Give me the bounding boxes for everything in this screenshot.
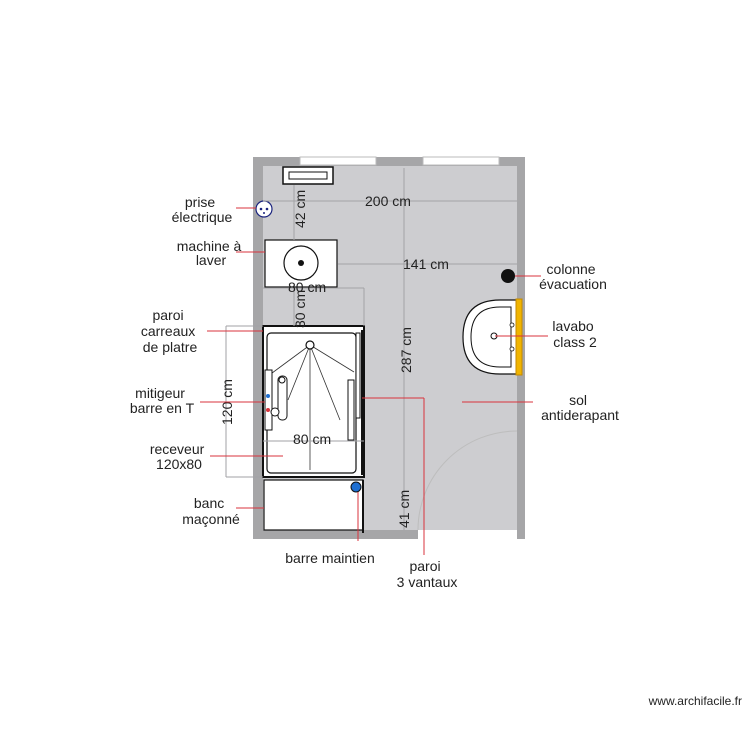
label-mitigeur: mitigeur barre en T bbox=[130, 385, 195, 416]
washbasin-icon bbox=[462, 298, 523, 376]
window-right bbox=[422, 156, 500, 166]
electrical-outlet-icon bbox=[255, 200, 273, 218]
masonry-bench bbox=[263, 479, 364, 531]
door-opening bbox=[418, 530, 517, 539]
shower-mixer-icon bbox=[264, 369, 288, 431]
dim-overlap-a: 80 cm bbox=[288, 279, 326, 295]
label-lavabo: lavabo class 2 bbox=[552, 318, 597, 350]
drain-column-icon bbox=[501, 269, 515, 283]
dim-height-total: 287 cm bbox=[398, 327, 414, 373]
watermark-link[interactable]: www.archifacile.fr bbox=[648, 694, 742, 708]
dim-shower-width: 80 cm bbox=[293, 431, 331, 447]
label-prise: prise électrique bbox=[172, 194, 233, 225]
dim-width-partial: 141 cm bbox=[403, 256, 449, 272]
grab-bar-icon bbox=[350, 481, 362, 493]
dim-bench-depth: 41 cm bbox=[396, 490, 412, 528]
label-barre-maintien: barre maintien bbox=[285, 550, 375, 566]
label-colonne: colonne évacuation bbox=[539, 261, 607, 292]
radiator-inner bbox=[288, 171, 328, 180]
dim-width-total: 200 cm bbox=[365, 193, 411, 209]
door-swing-arc bbox=[417, 430, 518, 531]
label-receveur: receveur 120x80 bbox=[150, 441, 208, 472]
label-sol: sol antiderapant bbox=[541, 392, 619, 423]
washing-machine-icon bbox=[264, 239, 338, 288]
label-machine: machine à laver bbox=[177, 238, 245, 268]
dim-overlap-b: 30 cm bbox=[292, 290, 308, 328]
label-banc: banc maçonné bbox=[182, 495, 240, 527]
shower-enclosure bbox=[262, 325, 365, 478]
label-paroi-carreaux: paroi carreaux de platre bbox=[141, 307, 199, 355]
label-paroi-vantaux: paroi 3 vantaux bbox=[397, 558, 458, 590]
window-left bbox=[299, 156, 377, 166]
dim-top-offset: 42 cm bbox=[292, 190, 308, 228]
